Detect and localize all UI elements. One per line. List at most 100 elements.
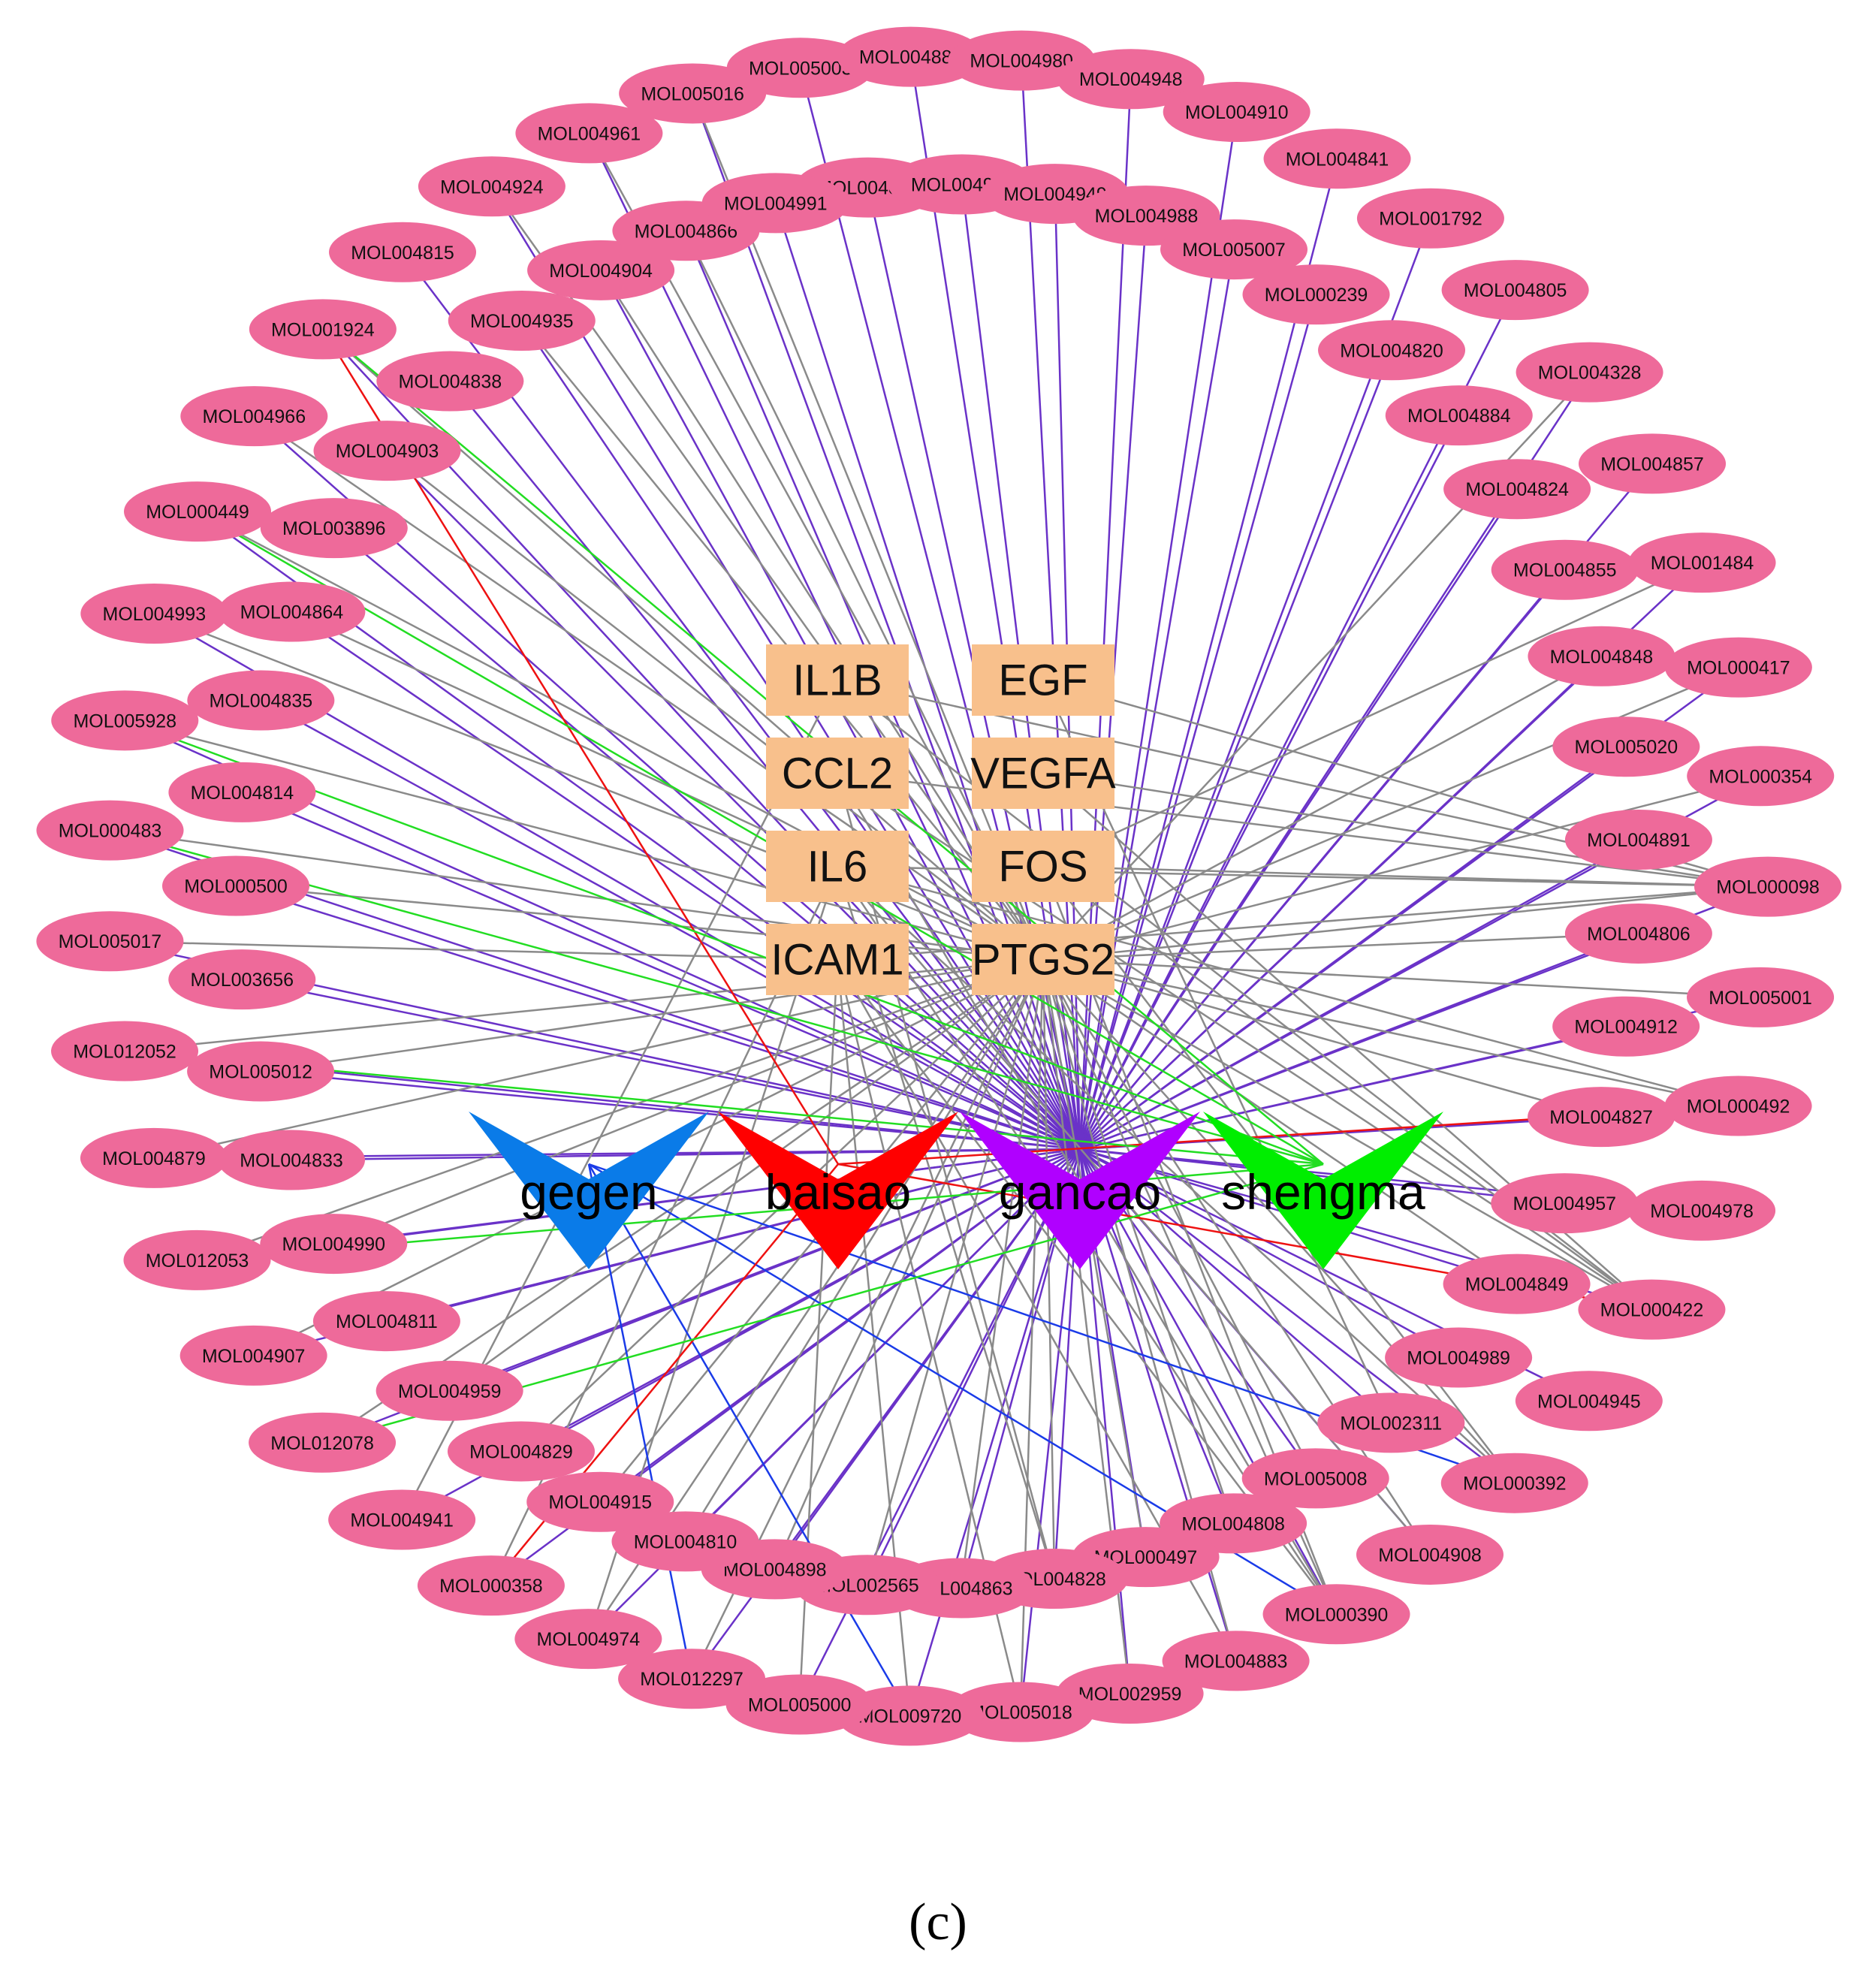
molecule-node[interactable]: MOL004841 — [1263, 128, 1411, 189]
molecule-node[interactable]: MOL000392 — [1440, 1453, 1588, 1513]
molecule-node[interactable]: MOL005012 — [187, 1041, 335, 1102]
molecule-node[interactable]: MOL012297 — [618, 1649, 766, 1709]
molecule-node[interactable]: MOL004945 — [1515, 1371, 1663, 1432]
molecule-node[interactable]: MOL004879 — [80, 1127, 228, 1188]
molecule-node[interactable]: MOL004904 — [527, 240, 675, 300]
molecule-node[interactable]: MOL004829 — [447, 1421, 595, 1482]
molecule-node[interactable]: MOL004991 — [701, 173, 849, 234]
molecule-node[interactable]: MOL004838 — [376, 351, 524, 412]
molecule-node[interactable]: MOL005001 — [1687, 967, 1835, 1027]
molecule-node[interactable]: MOL004915 — [526, 1471, 674, 1532]
molecule-node[interactable]: MOL004941 — [328, 1489, 476, 1550]
edge-gancao — [1078, 249, 1235, 1150]
molecule-node[interactable]: MOL004884 — [1385, 385, 1533, 446]
molecule-node[interactable]: MOL004924 — [418, 156, 566, 217]
molecule-node[interactable]: MOL003656 — [168, 949, 316, 1010]
herb-node-gegen[interactable]: gegen — [469, 1112, 709, 1269]
molecule-node[interactable]: MOL005016 — [619, 63, 767, 124]
target-node[interactable]: ICAM1 — [766, 924, 909, 995]
molecule-node[interactable]: MOL004811 — [312, 1291, 460, 1352]
molecule-node[interactable]: MOL004959 — [376, 1360, 523, 1421]
target-node[interactable]: CCL2 — [766, 738, 909, 809]
molecule-node[interactable]: MOL000358 — [417, 1555, 565, 1616]
molecule-node[interactable]: MOL004849 — [1443, 1254, 1591, 1314]
molecule-node[interactable]: MOL004806 — [1564, 903, 1712, 964]
molecule-node[interactable]: MOL000098 — [1694, 856, 1841, 917]
molecule-node[interactable]: MOL004891 — [1564, 810, 1712, 870]
molecule-node[interactable]: MOL004957 — [1491, 1173, 1639, 1234]
herb-node-baisao[interactable]: baisao — [718, 1112, 958, 1269]
molecule-node[interactable]: MOL000354 — [1687, 746, 1835, 807]
molecule-node[interactable]: MOL004990 — [260, 1214, 408, 1275]
molecule-node[interactable]: MOL009720 — [836, 1685, 984, 1746]
molecule-node[interactable]: MOL000492 — [1664, 1076, 1812, 1136]
molecule-node[interactable]: MOL004935 — [448, 290, 596, 351]
molecule-node[interactable]: MOL012053 — [123, 1229, 271, 1290]
molecule-node[interactable]: MOL004810 — [611, 1511, 759, 1572]
molecule-node[interactable]: MOL005018 — [947, 1682, 1095, 1742]
herb-node-gancao[interactable]: gancao — [960, 1112, 1200, 1269]
molecule-node[interactable]: MOL000500 — [162, 855, 310, 916]
molecule-node[interactable]: MOL004978 — [1628, 1180, 1776, 1241]
molecule-node[interactable]: MOL005007 — [1160, 219, 1308, 280]
molecule-node[interactable]: MOL004885 — [837, 26, 985, 87]
molecule-node[interactable]: MOL004824 — [1443, 459, 1591, 520]
molecule-ellipse — [328, 1489, 476, 1550]
molecule-node[interactable]: MOL004864 — [218, 581, 366, 642]
molecule-node[interactable]: MOL000483 — [36, 800, 184, 861]
molecule-node[interactable]: MOL004908 — [1356, 1524, 1504, 1585]
molecule-node[interactable]: MOL000417 — [1664, 637, 1812, 698]
target-node[interactable]: FOS — [972, 831, 1114, 902]
molecule-node[interactable]: MOL004912 — [1552, 996, 1700, 1057]
molecule-node[interactable]: MOL005928 — [51, 690, 199, 751]
target-node[interactable]: IL1B — [766, 644, 909, 716]
molecule-node[interactable]: MOL000390 — [1262, 1584, 1410, 1645]
molecule-node[interactable]: MOL004989 — [1385, 1327, 1533, 1388]
molecule-node[interactable]: MOL004827 — [1528, 1087, 1675, 1148]
molecule-node[interactable]: MOL004833 — [218, 1130, 366, 1190]
herb-node-shengma[interactable]: shengma — [1203, 1112, 1443, 1269]
molecule-node[interactable]: MOL004883 — [1162, 1631, 1310, 1691]
molecule-node[interactable]: MOL004814 — [168, 762, 316, 822]
molecule-node[interactable]: MOL004961 — [515, 103, 663, 164]
molecule-node[interactable]: MOL004974 — [514, 1609, 662, 1670]
molecule-node[interactable]: MOL004948 — [1057, 49, 1205, 110]
molecule-node[interactable]: MOL004855 — [1491, 539, 1639, 600]
molecule-node[interactable]: MOL005003 — [726, 38, 874, 98]
molecule-node[interactable]: MOL001924 — [249, 299, 397, 360]
molecule-node[interactable]: MOL004815 — [329, 222, 477, 282]
molecule-node[interactable]: MOL001484 — [1628, 532, 1776, 593]
molecule-node[interactable]: MOL000239 — [1242, 264, 1390, 325]
molecule-node[interactable]: MOL005017 — [36, 911, 184, 972]
molecule-node[interactable]: MOL004907 — [179, 1325, 327, 1386]
molecule-node[interactable]: MOL004848 — [1528, 626, 1675, 686]
molecule-ellipse — [36, 911, 184, 972]
molecule-node[interactable]: MOL004910 — [1163, 82, 1310, 143]
molecule-ellipse — [36, 800, 184, 861]
molecule-node[interactable]: MOL005000 — [725, 1674, 873, 1735]
molecule-node[interactable]: MOL012052 — [51, 1021, 199, 1082]
molecule-node[interactable]: MOL004966 — [180, 386, 328, 447]
molecule-node[interactable]: MOL004805 — [1441, 260, 1589, 321]
molecule-node[interactable]: MOL000449 — [124, 481, 272, 542]
target-node[interactable]: IL6 — [766, 831, 909, 902]
molecule-node[interactable]: MOL004328 — [1516, 342, 1663, 403]
molecule-node[interactable]: MOL004835 — [187, 670, 335, 731]
target-node[interactable]: VEGFA — [970, 738, 1116, 809]
edge-target — [1042, 885, 1769, 961]
molecule-node[interactable]: MOL004903 — [313, 421, 461, 481]
molecule-node[interactable]: MOL005020 — [1552, 717, 1700, 777]
molecule-ellipse — [618, 1649, 766, 1709]
target-node[interactable]: PTGS2 — [972, 924, 1114, 995]
molecule-node[interactable]: MOL004993 — [80, 583, 228, 644]
molecule-node[interactable]: MOL001792 — [1356, 188, 1504, 249]
molecule-node[interactable]: MOL004857 — [1579, 433, 1727, 494]
molecule-label: MOL001792 — [1379, 209, 1482, 230]
molecule-node[interactable]: MOL003896 — [260, 498, 408, 559]
molecule-node[interactable]: MOL000422 — [1578, 1279, 1726, 1340]
molecule-node[interactable]: MOL002311 — [1317, 1392, 1465, 1453]
molecule-node[interactable]: MOL012078 — [249, 1412, 397, 1473]
molecule-node[interactable]: MOL005008 — [1241, 1448, 1389, 1509]
target-node[interactable]: EGF — [972, 644, 1114, 716]
molecule-node[interactable]: MOL004820 — [1318, 320, 1466, 381]
